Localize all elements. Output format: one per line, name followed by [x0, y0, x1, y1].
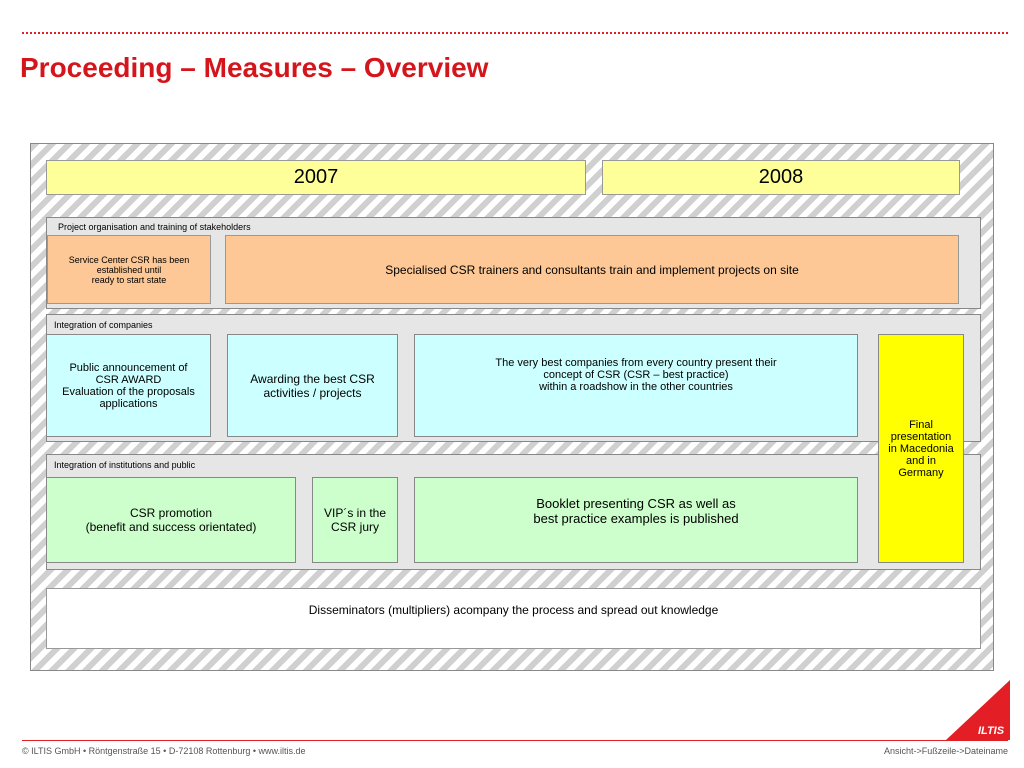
awarding-box: Awarding the best CSR activities / proje…: [227, 334, 398, 437]
footer-rule: [22, 740, 1008, 741]
vip-box: VIP´s in the CSR jury: [312, 477, 398, 563]
page-title: Proceeding – Measures – Overview: [20, 52, 489, 83]
iltis-logo: ILTIS: [946, 680, 1010, 740]
footer-address: © ILTIS GmbH • Röntgenstraße 15 • D-7210…: [22, 746, 306, 756]
trainers-box: Specialised CSR trainers and consultants…: [225, 235, 959, 304]
final-presentation-box: Final presentation in Macedonia and in G…: [878, 334, 964, 563]
announcement-box: Public announcement of CSR AWARD Evaluat…: [46, 334, 211, 437]
promotion-box: CSR promotion (benefit and success orien…: [46, 477, 296, 563]
disseminators-box: Disseminators (multipliers) acompany the…: [46, 588, 981, 649]
roadshow-box: The very best companies from every count…: [414, 334, 858, 437]
footer-filename: Ansicht->Fußzeile->Dateiname: [883, 746, 1008, 756]
lane-companies-label: Integration of companies: [54, 320, 153, 330]
service-center-box: Service Center CSR has been established …: [47, 235, 211, 304]
logo-text: ILTIS: [978, 725, 1005, 737]
top-dotted-rule: [22, 32, 1008, 34]
lane-project-label: Project organisation and training of sta…: [58, 222, 251, 232]
year-2008-bar: 2008: [602, 160, 960, 195]
booklet-box: Booklet presenting CSR as well as best p…: [414, 477, 858, 563]
year-2007-bar: 2007: [46, 160, 586, 195]
lane-institutions-label: Integration of institutions and public: [54, 460, 196, 470]
